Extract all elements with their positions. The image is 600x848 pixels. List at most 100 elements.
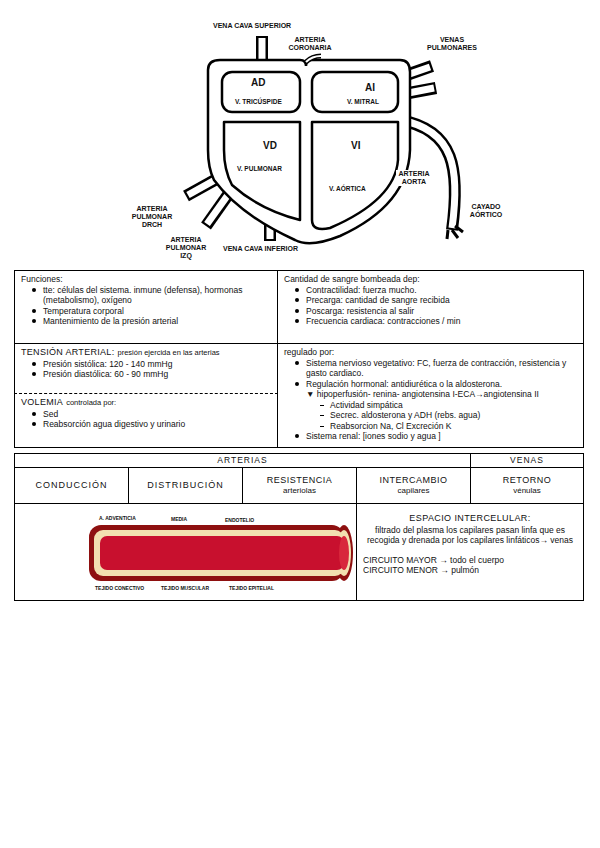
text-line: RETORNO bbox=[474, 475, 580, 486]
text-line: Sistema renal: [iones sodio y agua ] bbox=[284, 431, 577, 442]
part-label: AI bbox=[364, 82, 376, 93]
dash-mark bbox=[320, 415, 324, 416]
text-line: arteriolas bbox=[246, 485, 353, 497]
text: Funciones: bbox=[21, 274, 63, 284]
part-label: TEJIDO MUSCULAR bbox=[160, 585, 210, 591]
text-line: Presión diastólica: 60 - 90 mmHg bbox=[21, 369, 271, 380]
part-label: CAYADO AÓRTICO bbox=[464, 203, 508, 219]
cardiac-output-cell: Cantidad de sangre bombeada dep:Contract… bbox=[277, 270, 584, 344]
header-cell: VENAS bbox=[470, 453, 584, 468]
text: filtrado del plasma los capilares pasan … bbox=[367, 525, 573, 546]
text-line: Reabsorcion Na, Cl Excreción K bbox=[284, 421, 577, 432]
text-line: Presión sistólica: 120 - 140 mmHg bbox=[21, 359, 271, 370]
part-label: ARTERIA AORTA bbox=[396, 170, 432, 186]
function-cell: RETORNOvénulas bbox=[470, 467, 584, 504]
bullet-dot bbox=[32, 412, 36, 416]
text-line: DISTRIBUCIÓN bbox=[132, 480, 239, 491]
text-line: filtrado del plasma los capilares pasan … bbox=[363, 525, 577, 546]
text-line: VENAS bbox=[474, 455, 580, 466]
text-line: CIRCUITO MAYOR → todo el cuerpo bbox=[363, 555, 577, 566]
text: Secrec. aldosterona y ADH (rebs. agua) bbox=[330, 410, 480, 420]
text: Presión diastólica: 60 - 90 mmHg bbox=[43, 369, 168, 379]
text-line: ARTERIAS bbox=[18, 455, 467, 466]
part-label: V. AÓRTICA bbox=[328, 185, 367, 193]
part-label: AD bbox=[250, 77, 266, 88]
text: ESPACIO INTERCELULAR: bbox=[409, 513, 530, 523]
text: Cantidad de sangre bombeada dep: bbox=[284, 274, 420, 284]
function-cell: INTERCAMBIOcapilares bbox=[356, 467, 471, 504]
text-line: INTERCAMBIO bbox=[360, 475, 467, 486]
coronary-artery-lumen bbox=[306, 56, 321, 62]
text-line: Precarga: cantidad de sangre recibida bbox=[284, 295, 577, 306]
aortic-branches bbox=[447, 226, 463, 239]
function-cell: Funciones:tte: células del sistema. inmu… bbox=[14, 270, 278, 344]
text-line: Actividad simpática bbox=[284, 400, 577, 411]
text: ARTERIAS bbox=[217, 455, 267, 465]
text: Reabsorcion Na, Cl Excreción K bbox=[330, 421, 451, 431]
right-ventricle bbox=[224, 122, 300, 220]
text-line: Sistema nervioso vegetativo: FC, fuerza … bbox=[284, 358, 577, 379]
lumen-end bbox=[339, 536, 349, 570]
text: Reabsorción agua digestivo y urinario bbox=[43, 419, 185, 429]
blood-pressure-cell: TENSIÓN ARTERIAL:presión ejercida en las… bbox=[14, 343, 278, 393]
right-atrium bbox=[222, 72, 300, 112]
aortic-branch bbox=[452, 230, 458, 238]
bullet-dot bbox=[295, 382, 299, 386]
vessel-table: ARTERIAS VENAS CONDUCCIÓN DISTRIBUCIÓN RESIS… bbox=[14, 453, 584, 601]
left-atrium bbox=[312, 72, 398, 112]
bullet-dot bbox=[295, 361, 299, 365]
text-line: Contractilidad: fuerza mucho. bbox=[284, 285, 577, 296]
text: presión ejercida en las arterias bbox=[117, 348, 219, 357]
text: tte: células del sistema. inmune (defens… bbox=[43, 285, 242, 306]
bullet-dot bbox=[32, 362, 36, 366]
text-line: Sed bbox=[21, 409, 271, 420]
bullet-dot bbox=[295, 309, 299, 313]
left-pulmonary-artery-lumen bbox=[207, 192, 230, 224]
function-cell: CONDUCCIÓN bbox=[14, 467, 129, 504]
bullet-dot bbox=[295, 298, 299, 302]
text-line: TENSIÓN ARTERIAL:presión ejercida en las… bbox=[21, 347, 271, 359]
bullet-dot bbox=[295, 288, 299, 292]
media-layer bbox=[94, 530, 344, 576]
header-cell: ARTERIAS bbox=[14, 453, 471, 468]
bullet-dot bbox=[32, 309, 36, 313]
left-pulmonary-artery bbox=[206, 192, 230, 226]
part-label: V. PULMONAR bbox=[236, 165, 283, 173]
text: capilares bbox=[397, 486, 429, 495]
text: Frecuencia cardiaca: contracciones / min bbox=[306, 316, 461, 326]
text: Actividad simpática bbox=[330, 400, 403, 410]
text: INTERCAMBIO bbox=[379, 475, 447, 485]
endothelium-lumen bbox=[100, 536, 344, 570]
part-label: A. ADVENTICIA bbox=[98, 515, 137, 521]
text: CONDUCCIÓN bbox=[36, 480, 108, 490]
bullet-dot bbox=[295, 319, 299, 323]
part-label: VENA CAVA SUPERIOR bbox=[212, 22, 292, 30]
part-label: TEJIDO EPITELIAL bbox=[228, 585, 275, 591]
text: ▼ hipoperfusión- renina- angiotensina I-… bbox=[306, 389, 539, 399]
bullet-dot bbox=[32, 319, 36, 323]
part-label: VENAS PULMONARES bbox=[424, 36, 480, 52]
text: Contractilidad: fuerza mucho. bbox=[306, 285, 417, 295]
text-line: tte: células del sistema. inmune (defens… bbox=[21, 285, 271, 306]
text-line: capilares bbox=[360, 485, 467, 497]
text-line: regulado por: bbox=[284, 347, 577, 358]
text-line: RESISTENCIA bbox=[246, 475, 353, 486]
volemia-cell: VOLEMIAcontrolada por:SedReabsorción agu… bbox=[14, 393, 278, 448]
text: arteriolas bbox=[283, 486, 316, 495]
text: CIRCUITO MAYOR → todo el cuerpo bbox=[363, 555, 504, 565]
text-line: Funciones: bbox=[21, 274, 271, 285]
text: regulado por: bbox=[284, 347, 334, 357]
part-label: VI bbox=[350, 140, 361, 151]
text: vénulas bbox=[513, 486, 541, 495]
text-line: CIRCUITO MENOR → pulmón bbox=[363, 565, 577, 576]
text: Sistema nervioso vegetativo: FC, fuerza … bbox=[306, 358, 566, 379]
text-line: ▼ hipoperfusión- renina- angiotensina I-… bbox=[284, 389, 577, 400]
text: Sistema renal: [iones sodio y agua ] bbox=[306, 431, 441, 441]
text-line: Regulación hormonal: antidiurética o la … bbox=[284, 379, 577, 390]
text-line: VOLEMIAcontrolada por: bbox=[21, 397, 271, 409]
part-label: ENDOTELIO bbox=[224, 517, 255, 523]
part-label: V. TRICÚSPIDE bbox=[234, 98, 283, 106]
aortic-branch bbox=[447, 230, 448, 239]
text: Poscarga: resistencia al salir bbox=[306, 306, 414, 316]
illustration-cell-border bbox=[15, 504, 357, 601]
